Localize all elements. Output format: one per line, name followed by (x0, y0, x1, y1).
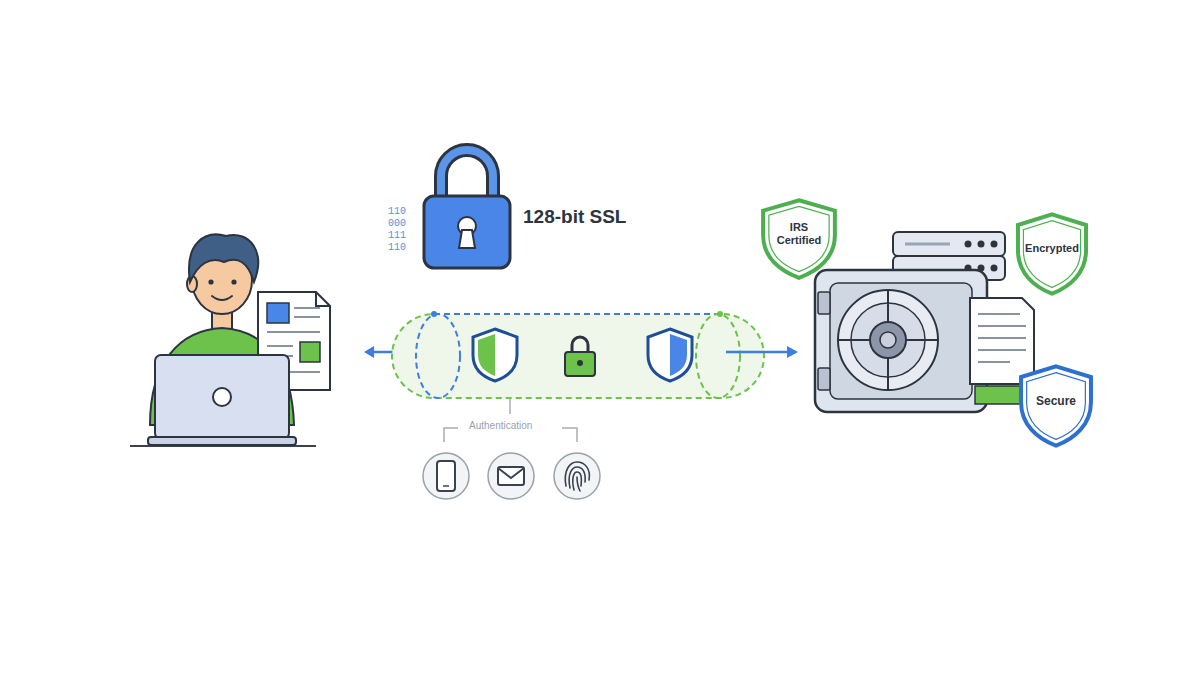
eye (208, 279, 213, 284)
shield-half (478, 334, 495, 376)
server-light (991, 265, 998, 272)
server-slot (905, 243, 950, 246)
encryption-label: 128-bit SSL (523, 207, 626, 228)
shield-outline (473, 329, 517, 381)
server-light (991, 241, 998, 248)
tunnel-dot (717, 311, 723, 317)
laptop-base (148, 437, 296, 445)
shield-text: Secure (1018, 394, 1094, 418)
arrow-shaft (726, 351, 790, 354)
lock-body (565, 352, 595, 376)
server-unit (893, 232, 1005, 256)
tunnel-ring (696, 314, 740, 398)
lock-shackle-outline (441, 150, 493, 198)
icon-circle (423, 453, 469, 499)
bracket (444, 428, 458, 442)
shield-badge: IRS Certified (760, 198, 838, 280)
document-line (978, 349, 1026, 351)
vault-hub (870, 322, 906, 358)
tunnel-lock (565, 337, 595, 376)
shield-half (670, 334, 687, 376)
hair (189, 235, 258, 282)
document-line (294, 316, 320, 318)
right-arrow (726, 346, 798, 358)
document-line (978, 337, 1026, 339)
document-line (267, 345, 293, 347)
laptop-lid (155, 355, 289, 439)
document-line (978, 313, 1020, 315)
fingerprint-icon (565, 462, 589, 491)
tunnel-top-edge (434, 313, 722, 315)
document-green-block (300, 342, 320, 362)
keyhole (577, 360, 583, 366)
vault-body (815, 270, 987, 412)
half-blue-shield (648, 329, 692, 381)
vault-hinge (818, 292, 830, 314)
lock-shackle (572, 337, 588, 353)
eye (231, 279, 236, 284)
stored-document (970, 298, 1034, 384)
arrow-head (787, 346, 798, 358)
document-line (978, 325, 1026, 327)
binary-digits: 110 (388, 242, 406, 253)
envelope-icon (498, 467, 524, 485)
arrow-head (364, 346, 374, 358)
tunnel-ring (416, 314, 460, 398)
fingerprint-ridge (577, 477, 580, 491)
envelope-flap (498, 468, 524, 478)
fingerprint-ridge (573, 472, 582, 490)
document-line (978, 361, 1010, 363)
phone-icon (437, 461, 455, 491)
secure-tunnel (392, 311, 764, 398)
binary-digits: 000 (388, 218, 406, 229)
icon-circle (488, 453, 534, 499)
user-figure (130, 235, 330, 446)
smile (212, 296, 232, 300)
shield-outline (648, 329, 692, 381)
document-blue-block (267, 303, 289, 323)
shield-text: IRS Certified (760, 221, 838, 257)
shield-badge: Encrypted (1015, 212, 1089, 296)
laptop-logo (213, 388, 231, 406)
vault-hub-center (880, 332, 896, 348)
lock-body (424, 196, 510, 268)
keyhole-slot (459, 230, 475, 248)
server-light (965, 241, 972, 248)
document-line (267, 331, 320, 333)
server-light (978, 241, 985, 248)
server-vault (815, 232, 1034, 412)
vault-dial-ring (838, 290, 938, 390)
binary-digits: 111 (388, 230, 406, 241)
vault-door (830, 283, 972, 399)
bracket (562, 428, 577, 442)
authentication-label: Authentication (466, 420, 535, 431)
bracket-stem (509, 398, 511, 414)
document-fold (316, 292, 330, 306)
authentication-group (423, 398, 600, 499)
binary-digits: 110 (388, 206, 406, 217)
ssl-lock (424, 150, 510, 268)
tunnel-body (392, 314, 764, 398)
vault-hinge (818, 368, 830, 390)
shield-text: Encrypted (1015, 242, 1089, 265)
shield-badge: Secure (1018, 364, 1094, 448)
lock-shackle (441, 150, 493, 198)
phone-button (443, 485, 449, 487)
document-line (294, 307, 320, 309)
tunnel-dot (431, 311, 437, 317)
icon-circle (554, 453, 600, 499)
half-green-shield (473, 329, 517, 381)
